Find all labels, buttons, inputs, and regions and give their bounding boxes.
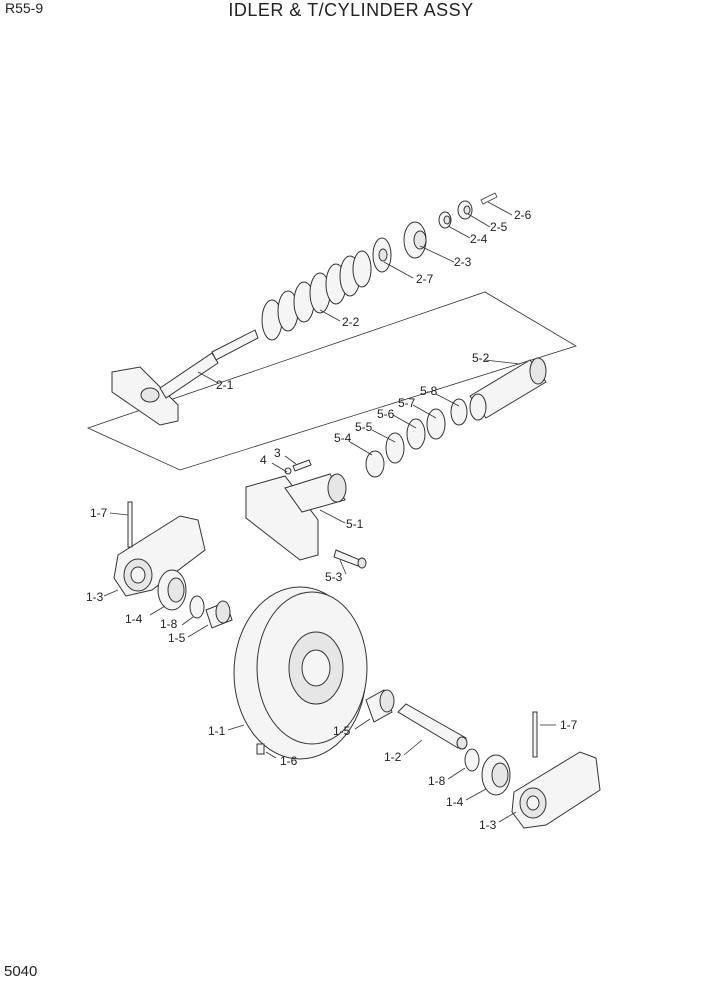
- leader-lines: [103, 201, 556, 823]
- callout-1-3-left: 1-3: [86, 590, 104, 604]
- piston-rod-5-2: [469, 357, 547, 421]
- spring-2-2: [261, 250, 372, 341]
- callout-5-1: 5-1: [346, 517, 364, 531]
- bushing-1-5-left: [205, 600, 233, 629]
- nut-2-4: [438, 211, 452, 229]
- nut-2-5: [457, 200, 473, 220]
- bracket-1-3-left: [113, 515, 206, 597]
- callout-1-5-left: 1-5: [168, 631, 186, 645]
- callout-2-4: 2-4: [470, 232, 488, 246]
- callout-1-4-left: 1-4: [125, 612, 143, 626]
- page-number: 5040: [4, 963, 38, 980]
- callout-2-3: 2-3: [454, 255, 472, 269]
- callout-5-4: 5-4: [334, 431, 352, 445]
- seat-2-3: [403, 221, 427, 259]
- callout-5-3: 5-3: [325, 570, 343, 584]
- assembly-boundary: [86, 291, 577, 471]
- bushing-1-5-right: [365, 689, 395, 723]
- callout-1-7-left: 1-7: [90, 506, 108, 520]
- callout-2-7: 2-7: [416, 272, 434, 286]
- callout-5-6: 5-6: [377, 407, 395, 421]
- callout-2-5: 2-5: [490, 220, 508, 234]
- callout-1-4-right: 1-4: [446, 795, 464, 809]
- plug-1-6: [256, 743, 265, 755]
- callout-5-5: 5-5: [355, 420, 373, 434]
- callout-3: 3: [274, 446, 281, 460]
- seal-5-7: [426, 408, 446, 440]
- callout-1-7-right: 1-7: [560, 718, 578, 732]
- o-ring-1-8-left: [189, 595, 205, 619]
- callout-4: 4: [260, 453, 267, 467]
- cotter-pin-2-6: [480, 192, 498, 205]
- callout-1-2: 1-2: [384, 750, 402, 764]
- grease-valve-5-3: [333, 549, 367, 569]
- floating-seal-1-4-right: [481, 754, 511, 796]
- bracket-1-3-right: [511, 751, 601, 829]
- ring-5-6: [406, 418, 426, 450]
- callout-2-1: 2-1: [216, 378, 234, 392]
- model-code: R55-9: [5, 0, 44, 16]
- pin-1-7-left: [127, 501, 133, 548]
- callout-5-2: 5-2: [472, 351, 490, 365]
- callout-1-1: 1-1: [208, 724, 226, 738]
- callout-1-6: 1-6: [280, 754, 298, 768]
- callout-1-8-right: 1-8: [428, 774, 446, 788]
- floating-seal-1-4-left: [157, 569, 187, 611]
- callout-1-5-right: 1-5: [333, 724, 351, 738]
- seal-5-5: [385, 432, 405, 464]
- idler-wheel-1-1: [233, 586, 368, 760]
- callout-5-7: 5-7: [398, 396, 416, 410]
- rod-2-1: [111, 329, 259, 426]
- bolt-3: [292, 459, 312, 472]
- callout-5-8: 5-8: [420, 384, 438, 398]
- shaft-1-2: [397, 703, 468, 750]
- ring-5-8: [450, 398, 468, 426]
- callout-2-6: 2-6: [514, 208, 532, 222]
- callout-2-2: 2-2: [342, 315, 360, 329]
- pin-1-7-right: [532, 711, 538, 758]
- cylinder-body-5-1: [245, 473, 347, 561]
- callout-1-3-right: 1-3: [479, 818, 497, 832]
- washer-2-7: [372, 237, 392, 273]
- callout-1-8-left: 1-8: [160, 617, 178, 631]
- o-ring-1-8-right: [464, 748, 480, 772]
- page-title: IDLER & T/CYLINDER ASSY: [228, 0, 474, 20]
- o-ring-5-4: [365, 450, 385, 478]
